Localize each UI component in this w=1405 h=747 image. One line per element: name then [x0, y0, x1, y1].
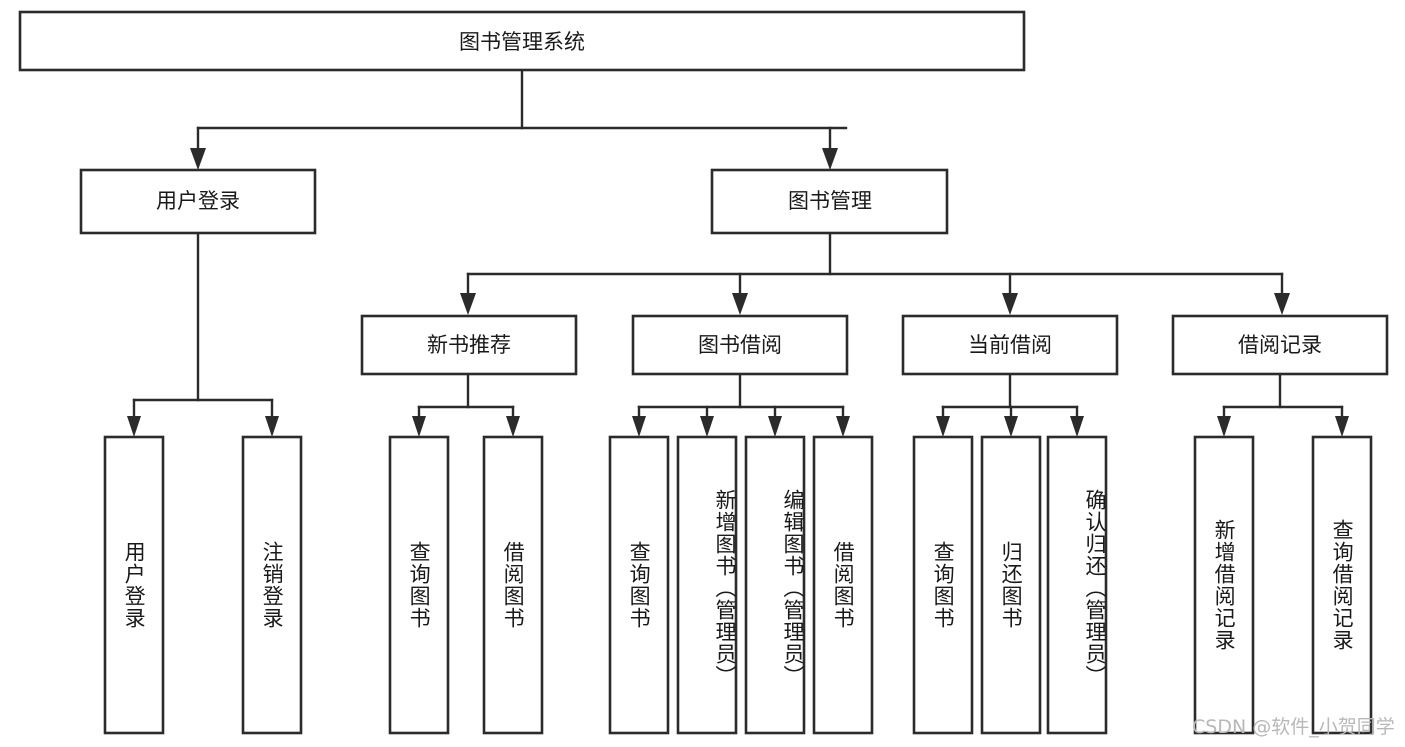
arrowhead-leaf-confirm-return	[1070, 416, 1084, 437]
node-leaf-user-login[interactable]	[103, 435, 165, 735]
arrowhead-leaf-add-record	[1217, 416, 1231, 437]
node-root[interactable]: 图书管理系统	[18, 10, 1026, 72]
node-new-book-recommend-label: 新书推荐	[427, 333, 511, 357]
node-leaf-query-record[interactable]	[1311, 435, 1373, 735]
node-leaf-query-book-3[interactable]	[912, 435, 974, 735]
arrowhead-leaf-query-book-3	[936, 416, 950, 437]
node-leaf-logout[interactable]	[241, 435, 303, 735]
node-leaf-query-book-1[interactable]	[388, 435, 450, 735]
node-user-login[interactable]: 用户登录	[79, 168, 317, 235]
arrowhead-leaf-add-book	[700, 416, 714, 437]
arrowhead-leaf-query-book-2	[632, 416, 646, 437]
arrowhead-leaf-borrow-book-2	[836, 416, 850, 437]
arrowhead-book-borrow	[732, 293, 748, 315]
node-new-book-recommend[interactable]: 新书推荐	[360, 314, 578, 376]
node-leaf-return-book[interactable]	[980, 435, 1042, 735]
node-book-borrow-label: 图书借阅	[698, 333, 782, 357]
edges-layer	[127, 68, 1349, 437]
node-leaf-add-book[interactable]	[676, 435, 738, 735]
node-root-label: 图书管理系统	[459, 30, 585, 54]
node-leaf-query-book-2[interactable]	[608, 435, 670, 735]
node-leaf-borrow-book-2[interactable]	[812, 435, 874, 735]
arrowhead-leaf-user-login	[127, 416, 141, 437]
node-book-manage-label: 图书管理	[788, 189, 872, 213]
node-current-borrow[interactable]: 当前借阅	[901, 314, 1119, 376]
arrowhead-current-borrow	[1002, 293, 1018, 315]
node-borrow-record-label: 借阅记录	[1238, 333, 1322, 357]
arrowhead-leaf-query-record	[1335, 416, 1349, 437]
node-leaf-borrow-book-1[interactable]	[482, 435, 544, 735]
node-borrow-record[interactable]: 借阅记录	[1171, 314, 1389, 376]
arrowhead-leaf-edit-book	[768, 416, 782, 437]
arrowhead-leaf-borrow-book-1	[506, 416, 520, 437]
node-leaf-add-record[interactable]	[1193, 435, 1255, 735]
arrowhead-borrow-record	[1274, 293, 1290, 315]
nodes-layer: 图书管理系统 用户登录 图书管理 新书推荐 图书借阅	[18, 10, 1389, 735]
node-current-borrow-label: 当前借阅	[968, 333, 1052, 357]
node-book-borrow[interactable]: 图书借阅	[631, 314, 849, 376]
node-book-manage[interactable]: 图书管理	[710, 168, 949, 235]
node-leaf-edit-book[interactable]	[744, 435, 806, 735]
arrowhead-new-book-recommend	[460, 293, 476, 315]
arrowhead-leaf-logout	[265, 416, 279, 437]
arrowhead-leaf-return-book	[1004, 416, 1018, 437]
arrowhead-user-login	[190, 148, 206, 170]
csdn-watermark: CSDN @软件_小贺同学	[1192, 716, 1395, 738]
arrowhead-book-manage	[822, 148, 838, 170]
arrowhead-leaf-query-book-1	[412, 416, 426, 437]
node-leaf-confirm-return[interactable]	[1046, 435, 1108, 735]
node-user-login-label: 用户登录	[156, 189, 240, 213]
